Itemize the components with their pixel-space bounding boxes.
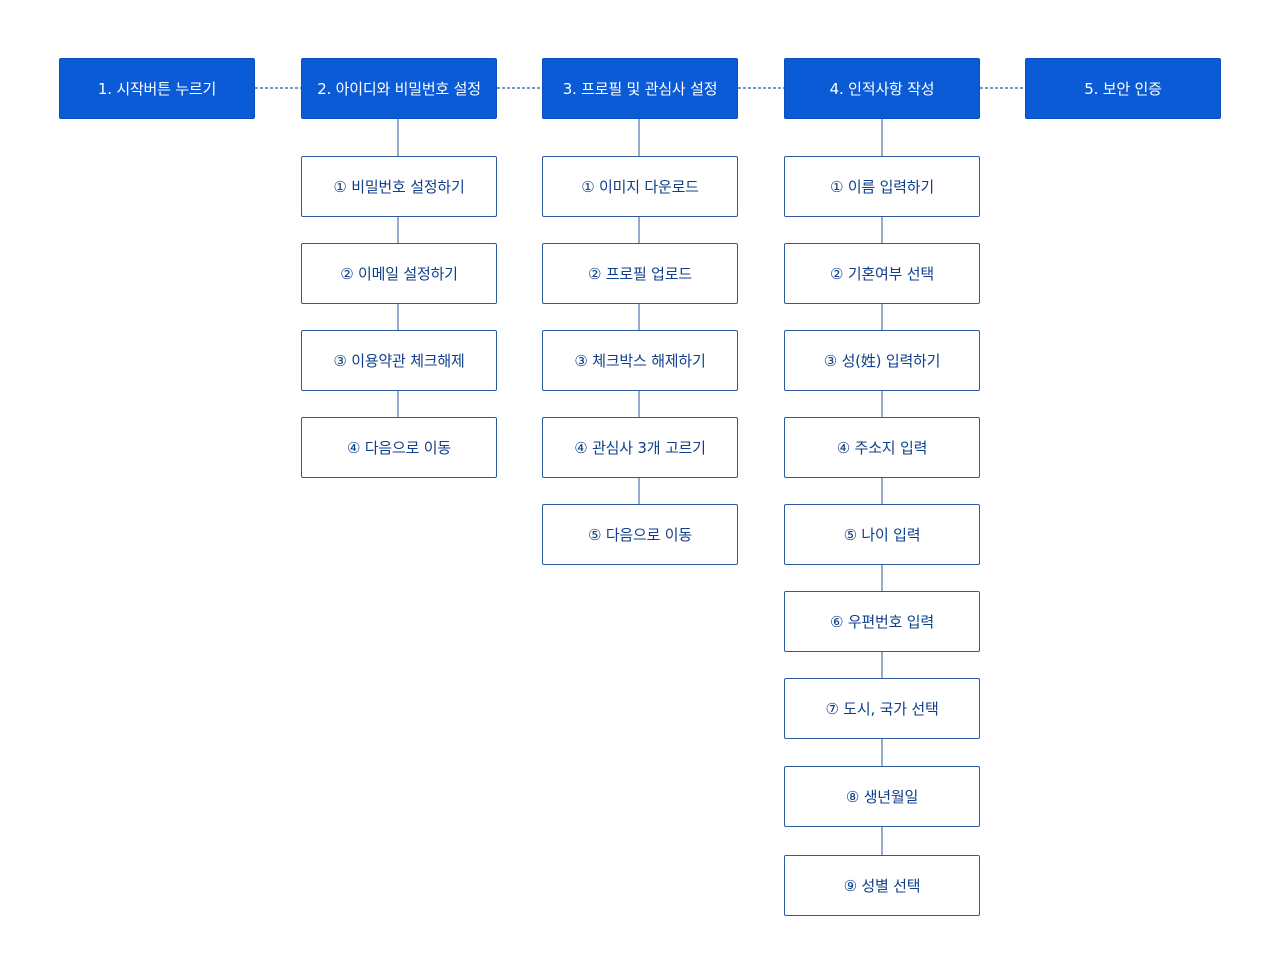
step-label: ② 프로필 업로드 xyxy=(588,265,692,283)
step-label: ⑧ 생년월일 xyxy=(845,788,919,806)
stage-4-title: 4. 인적사항 작성 xyxy=(829,80,935,98)
stage-4-header: 4. 인적사항 작성 xyxy=(784,58,980,119)
step-label: ⑤ 다음으로 이동 xyxy=(588,526,692,544)
step-label: ③ 체크박스 해제하기 xyxy=(574,352,706,370)
step-label: ④ 다음으로 이동 xyxy=(347,439,451,457)
step-label: ⑦ 도시, 국가 선택 xyxy=(825,700,939,718)
step-label: ② 이메일 설정하기 xyxy=(340,265,458,283)
stage-2-step: ① 비밀번호 설정하기 xyxy=(301,156,497,217)
stage-5-header: 5. 보안 인증 xyxy=(1025,58,1221,119)
step-label: ⑥ 우편번호 입력 xyxy=(830,613,934,631)
stage-4-step: ④ 주소지 입력 xyxy=(784,417,980,478)
stage-3-step: ⑤ 다음으로 이동 xyxy=(542,504,738,565)
stage-1-title: 1. 시작버튼 누르기 xyxy=(97,80,217,98)
stage-4-step: ⑥ 우편번호 입력 xyxy=(784,591,980,652)
stage-2-step: ② 이메일 설정하기 xyxy=(301,243,497,304)
stage-2-header: 2. 아이디와 비밀번호 설정 xyxy=(301,58,497,119)
stage-3-step: ④ 관심사 3개 고르기 xyxy=(542,417,738,478)
step-label: ③ 성(姓) 입력하기 xyxy=(823,352,941,370)
stage-2-title: 2. 아이디와 비밀번호 설정 xyxy=(317,80,481,98)
step-label: ⑨ 성별 선택 xyxy=(843,877,921,895)
stage-4-step: ③ 성(姓) 입력하기 xyxy=(784,330,980,391)
step-label: ⑤ 나이 입력 xyxy=(843,526,921,544)
stage-3-header: 3. 프로필 및 관심사 설정 xyxy=(542,58,738,119)
stage-2-step: ④ 다음으로 이동 xyxy=(301,417,497,478)
stage-4-step: ② 기혼여부 선택 xyxy=(784,243,980,304)
step-label: ① 비밀번호 설정하기 xyxy=(333,178,465,196)
stage-5-title: 5. 보안 인증 xyxy=(1084,80,1162,98)
step-label: ④ 관심사 3개 고르기 xyxy=(574,439,706,457)
stage-3-step: ① 이미지 다운로드 xyxy=(542,156,738,217)
stage-4-step: ① 이름 입력하기 xyxy=(784,156,980,217)
stage-3-step: ③ 체크박스 해제하기 xyxy=(542,330,738,391)
step-label: ① 이미지 다운로드 xyxy=(581,178,699,196)
stage-3-title: 3. 프로필 및 관심사 설정 xyxy=(562,80,718,98)
stage-3-step: ② 프로필 업로드 xyxy=(542,243,738,304)
stage-1-header: 1. 시작버튼 누르기 xyxy=(59,58,255,119)
step-label: ② 기혼여부 선택 xyxy=(830,265,934,283)
stage-4-step: ⑦ 도시, 국가 선택 xyxy=(784,678,980,739)
stage-2-step: ③ 이용약관 체크해제 xyxy=(301,330,497,391)
stage-4-step: ⑨ 성별 선택 xyxy=(784,855,980,916)
stage-4-step: ⑤ 나이 입력 xyxy=(784,504,980,565)
step-label: ③ 이용약관 체크해제 xyxy=(333,352,465,370)
step-label: ④ 주소지 입력 xyxy=(836,439,928,457)
stage-4-step: ⑧ 생년월일 xyxy=(784,766,980,827)
step-label: ① 이름 입력하기 xyxy=(830,178,934,196)
